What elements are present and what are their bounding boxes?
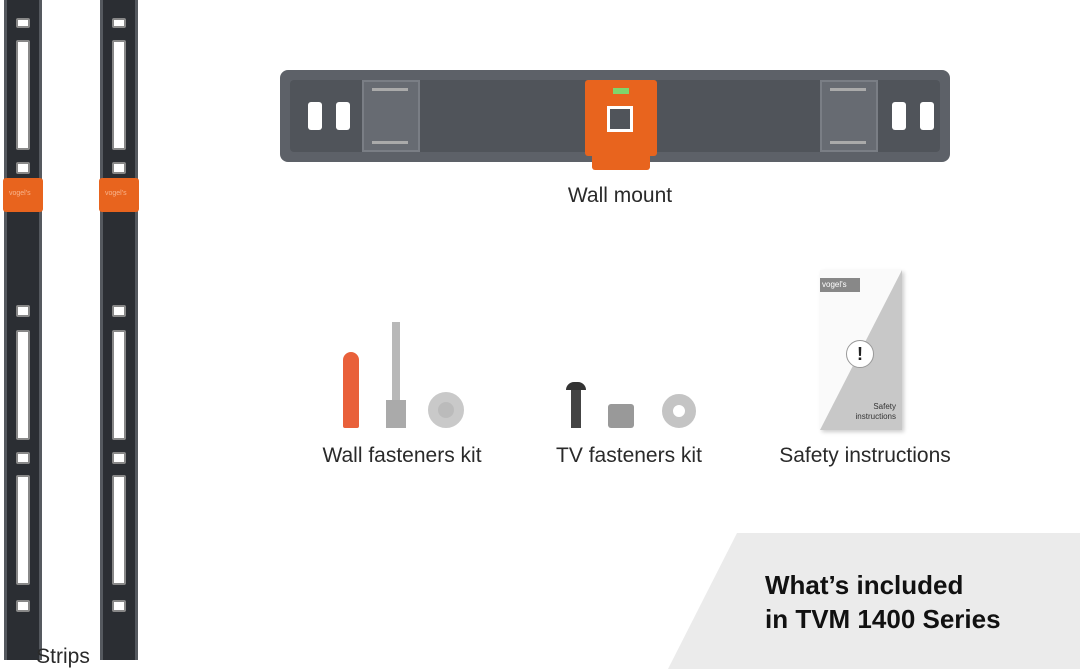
brand-logo: vogel's — [820, 278, 860, 292]
headline-line: What’s included — [765, 570, 964, 600]
headline: What’s included in TVM 1400 Series — [765, 568, 1001, 636]
strip-clip: vogel's — [3, 178, 43, 212]
wall-mount-image — [280, 70, 950, 170]
strip-right: vogel's — [99, 0, 139, 660]
safety-booklet-image: vogel's ! Safety instructions — [820, 270, 902, 430]
brand-logo: vogel's — [9, 190, 31, 197]
wall-mount-label: Wall mount — [567, 184, 673, 207]
strip-clip: vogel's — [99, 178, 139, 212]
booklet-text: Safety — [873, 402, 896, 411]
tv-fasteners-label: TV fasteners kit — [556, 444, 702, 467]
safety-label: Safety instructions — [779, 444, 951, 467]
headline-line: in TVM 1400 Series — [765, 604, 1001, 634]
strip-left: vogel's — [3, 0, 43, 660]
brand-logo: vogel's — [105, 190, 127, 197]
exclamation-icon: ! — [846, 340, 874, 368]
strips-label: Strips — [36, 645, 90, 668]
wall-fasteners-label: Wall fasteners kit — [322, 444, 482, 467]
booklet-text: instructions — [855, 412, 896, 421]
